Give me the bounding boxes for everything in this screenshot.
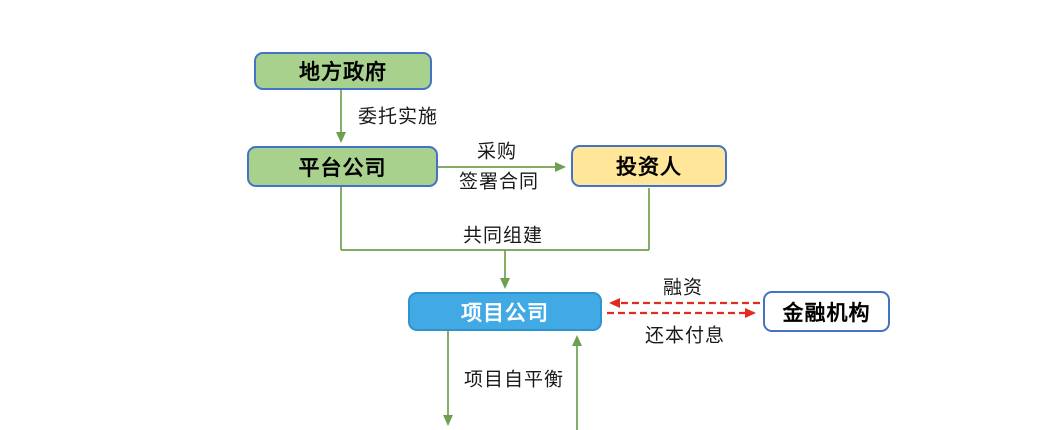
node-platform-company: 平台公司 [247,146,438,187]
edge-label-repay-principal-interest: 还本付息 [644,325,726,347]
edge-label-sign-contract: 签署合同 [458,171,540,193]
node-local-government: 地方政府 [254,52,432,90]
edge-label-jointly-establish: 共同组建 [462,225,544,247]
node-project-company: 项目公司 [408,292,602,331]
node-investor: 投资人 [571,145,727,187]
edge-label-financing: 融资 [662,277,704,299]
edge-label-procurement: 采购 [476,141,518,163]
node-financial-institution: 金融机构 [763,291,890,332]
edge-label-project-self-balance: 项目自平衡 [463,369,565,391]
edge-label-entrust-implement: 委托实施 [357,106,439,128]
